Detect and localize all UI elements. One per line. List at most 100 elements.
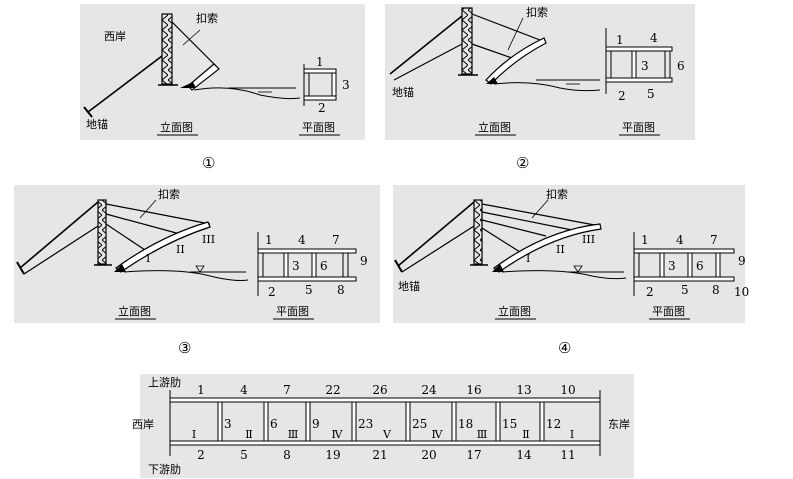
cable-leader-line — [531, 199, 549, 219]
plan-number: 18 — [458, 417, 473, 431]
ground-anchor — [83, 106, 93, 118]
plan-number: 12 — [546, 417, 561, 431]
upstream-rib — [169, 397, 601, 403]
anchor-label: 地锚 — [86, 117, 108, 131]
downstream-rib-label: 下游肋 — [148, 462, 181, 476]
panel-1: 西岸 扣索 地锚 立面图 1 2 3 平面图 ① — [80, 4, 365, 172]
downstream-rib — [169, 440, 601, 446]
plan-number: 7 — [710, 233, 718, 247]
cable-label: 扣索 — [196, 11, 218, 25]
plan-number: 6 — [320, 259, 328, 273]
segment-numeral: Ⅱ — [522, 428, 529, 441]
upstream-rib-label: 上游肋 — [148, 375, 181, 389]
elevation-caption: 立面图 — [498, 304, 531, 318]
plan-number: 8 — [712, 283, 720, 297]
buckle-cable — [481, 227, 521, 253]
tower — [94, 199, 112, 266]
cross-beam — [351, 401, 357, 442]
plan-number: 4 — [650, 31, 658, 45]
plan-view — [633, 232, 735, 296]
step-marker: ① — [202, 154, 215, 172]
segment-numeral: Ⅲ — [288, 428, 299, 441]
segment-numeral: Ⅰ — [192, 428, 196, 441]
cross-beam — [451, 401, 457, 442]
panel-3-background — [14, 185, 380, 323]
elevation-caption: 立面图 — [118, 304, 151, 318]
plan-number: 8 — [337, 283, 345, 297]
plan-number: 10 — [560, 383, 575, 397]
elevation-caption: 立面图 — [478, 120, 511, 134]
cable-label: 扣索 — [546, 187, 568, 201]
plan-number: 5 — [240, 448, 248, 462]
plan-number: 1 — [197, 383, 205, 397]
segment-numeral: Ⅰ — [570, 428, 574, 441]
cable-label: 扣索 — [158, 187, 180, 201]
cable-leader-line — [182, 29, 201, 46]
west-bank-label: 西岸 — [104, 30, 126, 43]
plan-number: 4 — [676, 233, 684, 247]
water-level-icon — [573, 265, 583, 273]
cable-leader-line — [507, 17, 524, 51]
plan-number: 9 — [738, 254, 746, 268]
plan-number: 17 — [466, 448, 481, 462]
cable-leader-line — [139, 199, 157, 219]
buckle-cable — [105, 213, 181, 235]
step-marker: ② — [516, 154, 529, 172]
plan-number: 3 — [668, 259, 676, 273]
panel-4: 扣索 地锚 I II III 立面图 1 4 7 3 6 9 2 5 8 10 … — [393, 185, 749, 357]
plan-number: 13 — [516, 383, 531, 397]
east-bank-label: 东岸 — [608, 418, 630, 431]
plan-number: 2 — [197, 448, 205, 462]
abutment — [114, 264, 126, 272]
ground-anchor — [394, 259, 403, 273]
buckle-cable — [171, 21, 217, 67]
plan-number: 20 — [421, 448, 436, 462]
plan-number: 4 — [240, 383, 248, 397]
plan-number: 2 — [646, 285, 654, 299]
buckle-cable — [471, 13, 541, 41]
anchor-label: 地锚 — [398, 279, 420, 293]
segment-label: II — [176, 243, 185, 256]
plan-number: 3 — [641, 59, 649, 73]
cross-beams — [217, 401, 545, 442]
panel-4-background — [393, 185, 745, 323]
plan-number: 9 — [360, 254, 368, 268]
cross-beam — [405, 401, 411, 442]
plan-number: 1 — [641, 233, 649, 247]
plan-number: 7 — [332, 233, 340, 247]
plan-number: 3 — [224, 417, 232, 431]
plan-number: 5 — [647, 87, 655, 101]
buckle-cable — [105, 203, 211, 225]
plan-number: 6 — [696, 259, 704, 273]
arch-segment — [187, 63, 220, 91]
plan-caption: 平面图 — [622, 121, 655, 134]
elevation-caption: 立面图 — [160, 120, 193, 134]
segment-numeral: Ⅲ — [477, 428, 488, 441]
panel-2: 扣索 地锚 立面图 1 4 3 6 2 5 平面图 ② — [385, 4, 695, 172]
plan-number: 26 — [372, 383, 387, 397]
step-marker: ③ — [178, 339, 191, 357]
segment-numeral: Ⅱ — [245, 428, 252, 441]
cross-beam — [539, 401, 545, 442]
ground-anchor — [16, 261, 25, 275]
riverbank — [501, 270, 627, 280]
plan-number: 21 — [372, 448, 387, 462]
plan-number: 2 — [618, 89, 626, 103]
anchor-cable — [401, 225, 475, 273]
anchor-cable — [389, 15, 463, 75]
anchor-label: 地锚 — [392, 85, 414, 99]
riverbank — [493, 82, 601, 92]
segment-label: III — [202, 233, 215, 246]
plan-number: 8 — [283, 448, 291, 462]
plan-number: 1 — [316, 55, 324, 69]
buckle-cable — [481, 203, 601, 227]
buckle-cable — [481, 219, 547, 237]
segment-label: II — [556, 243, 565, 256]
west-bank-label: 西岸 — [132, 418, 154, 431]
arch-segment — [493, 223, 602, 273]
tower — [458, 7, 478, 76]
